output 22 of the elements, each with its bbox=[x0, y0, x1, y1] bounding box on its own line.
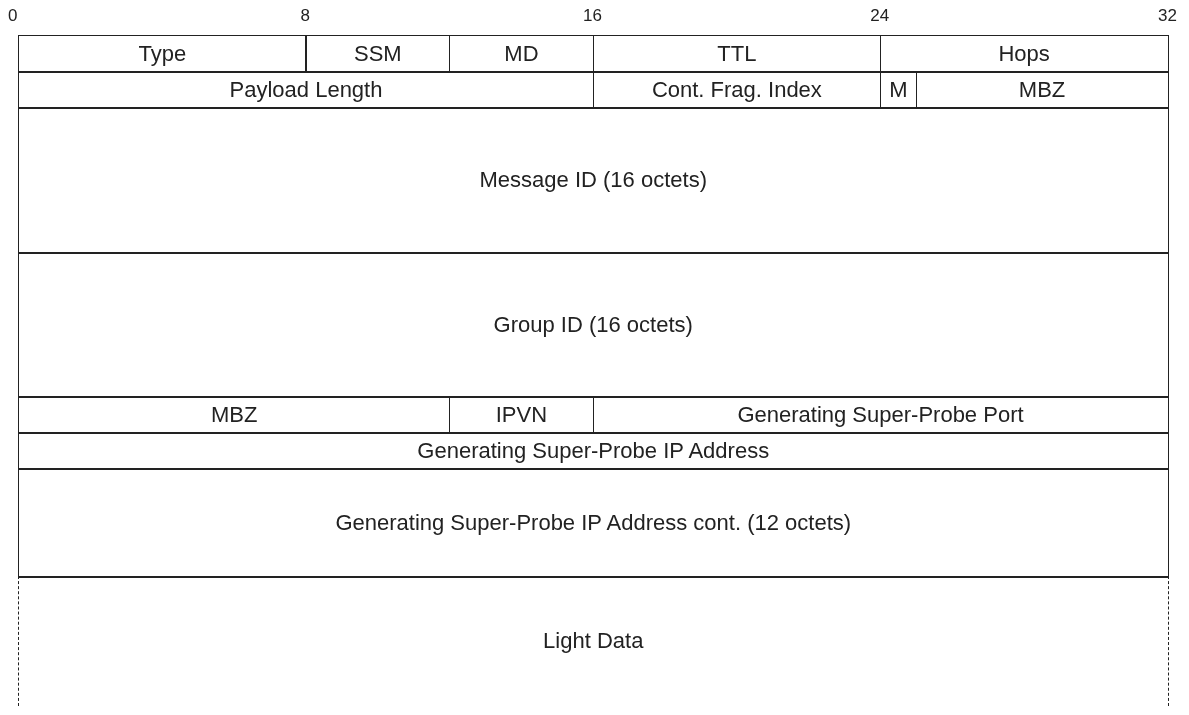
header-field: SSM bbox=[305, 35, 451, 73]
header-field: Group ID (16 octets) bbox=[18, 252, 1169, 398]
header-field: Cont. Frag. Index bbox=[592, 71, 882, 109]
header-field: MD bbox=[448, 35, 594, 73]
bit-number: 24 bbox=[870, 6, 890, 26]
bit-number: 0 bbox=[8, 6, 18, 26]
header-field: TTL bbox=[592, 35, 882, 73]
header-field: Generating Super-Probe IP Address bbox=[18, 432, 1169, 470]
bit-number: 32 bbox=[1158, 6, 1177, 26]
header-field: Generating Super-Probe Port bbox=[592, 396, 1169, 434]
header-field: Hops bbox=[879, 35, 1169, 73]
header-field: MBZ bbox=[18, 396, 451, 434]
header-field: Generating Super-Probe IP Address cont. (12 octets) bbox=[18, 468, 1169, 578]
header-field: M bbox=[879, 71, 918, 109]
header-field: Message ID (16 octets) bbox=[18, 107, 1169, 254]
header-field: IPVN bbox=[448, 396, 594, 434]
bit-number: 8 bbox=[300, 6, 310, 26]
bit-number: 16 bbox=[583, 6, 602, 26]
header-field: Type bbox=[18, 35, 307, 73]
header-field: MBZ bbox=[915, 71, 1169, 109]
open-ended-field: Light Data bbox=[18, 576, 1169, 706]
header-field: Payload Length bbox=[18, 71, 594, 109]
